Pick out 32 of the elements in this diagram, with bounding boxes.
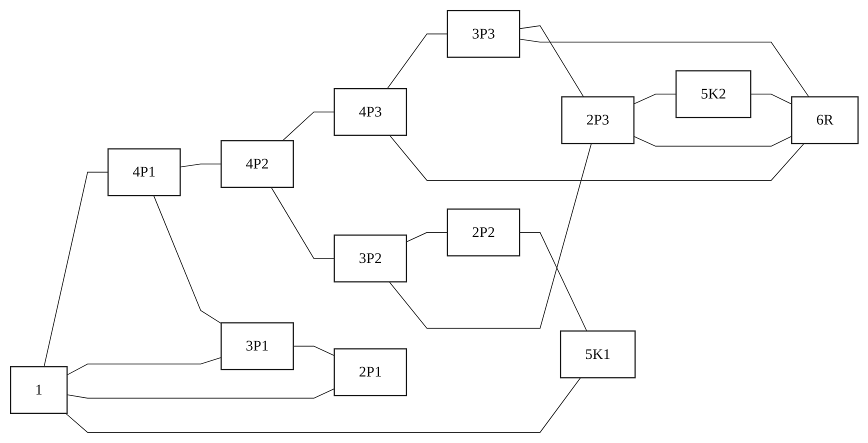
connector (66, 357, 222, 376)
connector (388, 143, 592, 329)
node-box: 3P1 (220, 322, 294, 370)
node-box: 4P2 (220, 140, 294, 188)
connector (43, 172, 108, 368)
connector (518, 38, 809, 98)
connector (386, 34, 448, 90)
node-box: 6R (790, 96, 858, 144)
node-box: 4P3 (333, 88, 407, 136)
node-box: 2P2 (446, 208, 520, 256)
node-box: 1 (10, 366, 68, 414)
connector (282, 112, 334, 142)
node-box: 2P3 (560, 96, 634, 144)
connector (633, 136, 792, 147)
node-box: 2P1 (333, 348, 407, 396)
node-box: 4P1 (107, 148, 181, 196)
connector (66, 388, 334, 399)
connector (406, 232, 448, 242)
connector (64, 377, 581, 433)
node-box: 5K2 (675, 70, 751, 118)
connector (153, 195, 222, 324)
connector (180, 164, 222, 168)
connector (750, 94, 792, 104)
connector (292, 346, 334, 356)
connector (518, 25, 584, 98)
connector (633, 94, 676, 104)
connector (518, 232, 587, 332)
connector (270, 186, 334, 259)
node-box: 5K1 (560, 330, 636, 378)
connector (388, 134, 804, 181)
node-box: 3P2 (333, 234, 407, 282)
node-box: 3P3 (446, 10, 520, 58)
